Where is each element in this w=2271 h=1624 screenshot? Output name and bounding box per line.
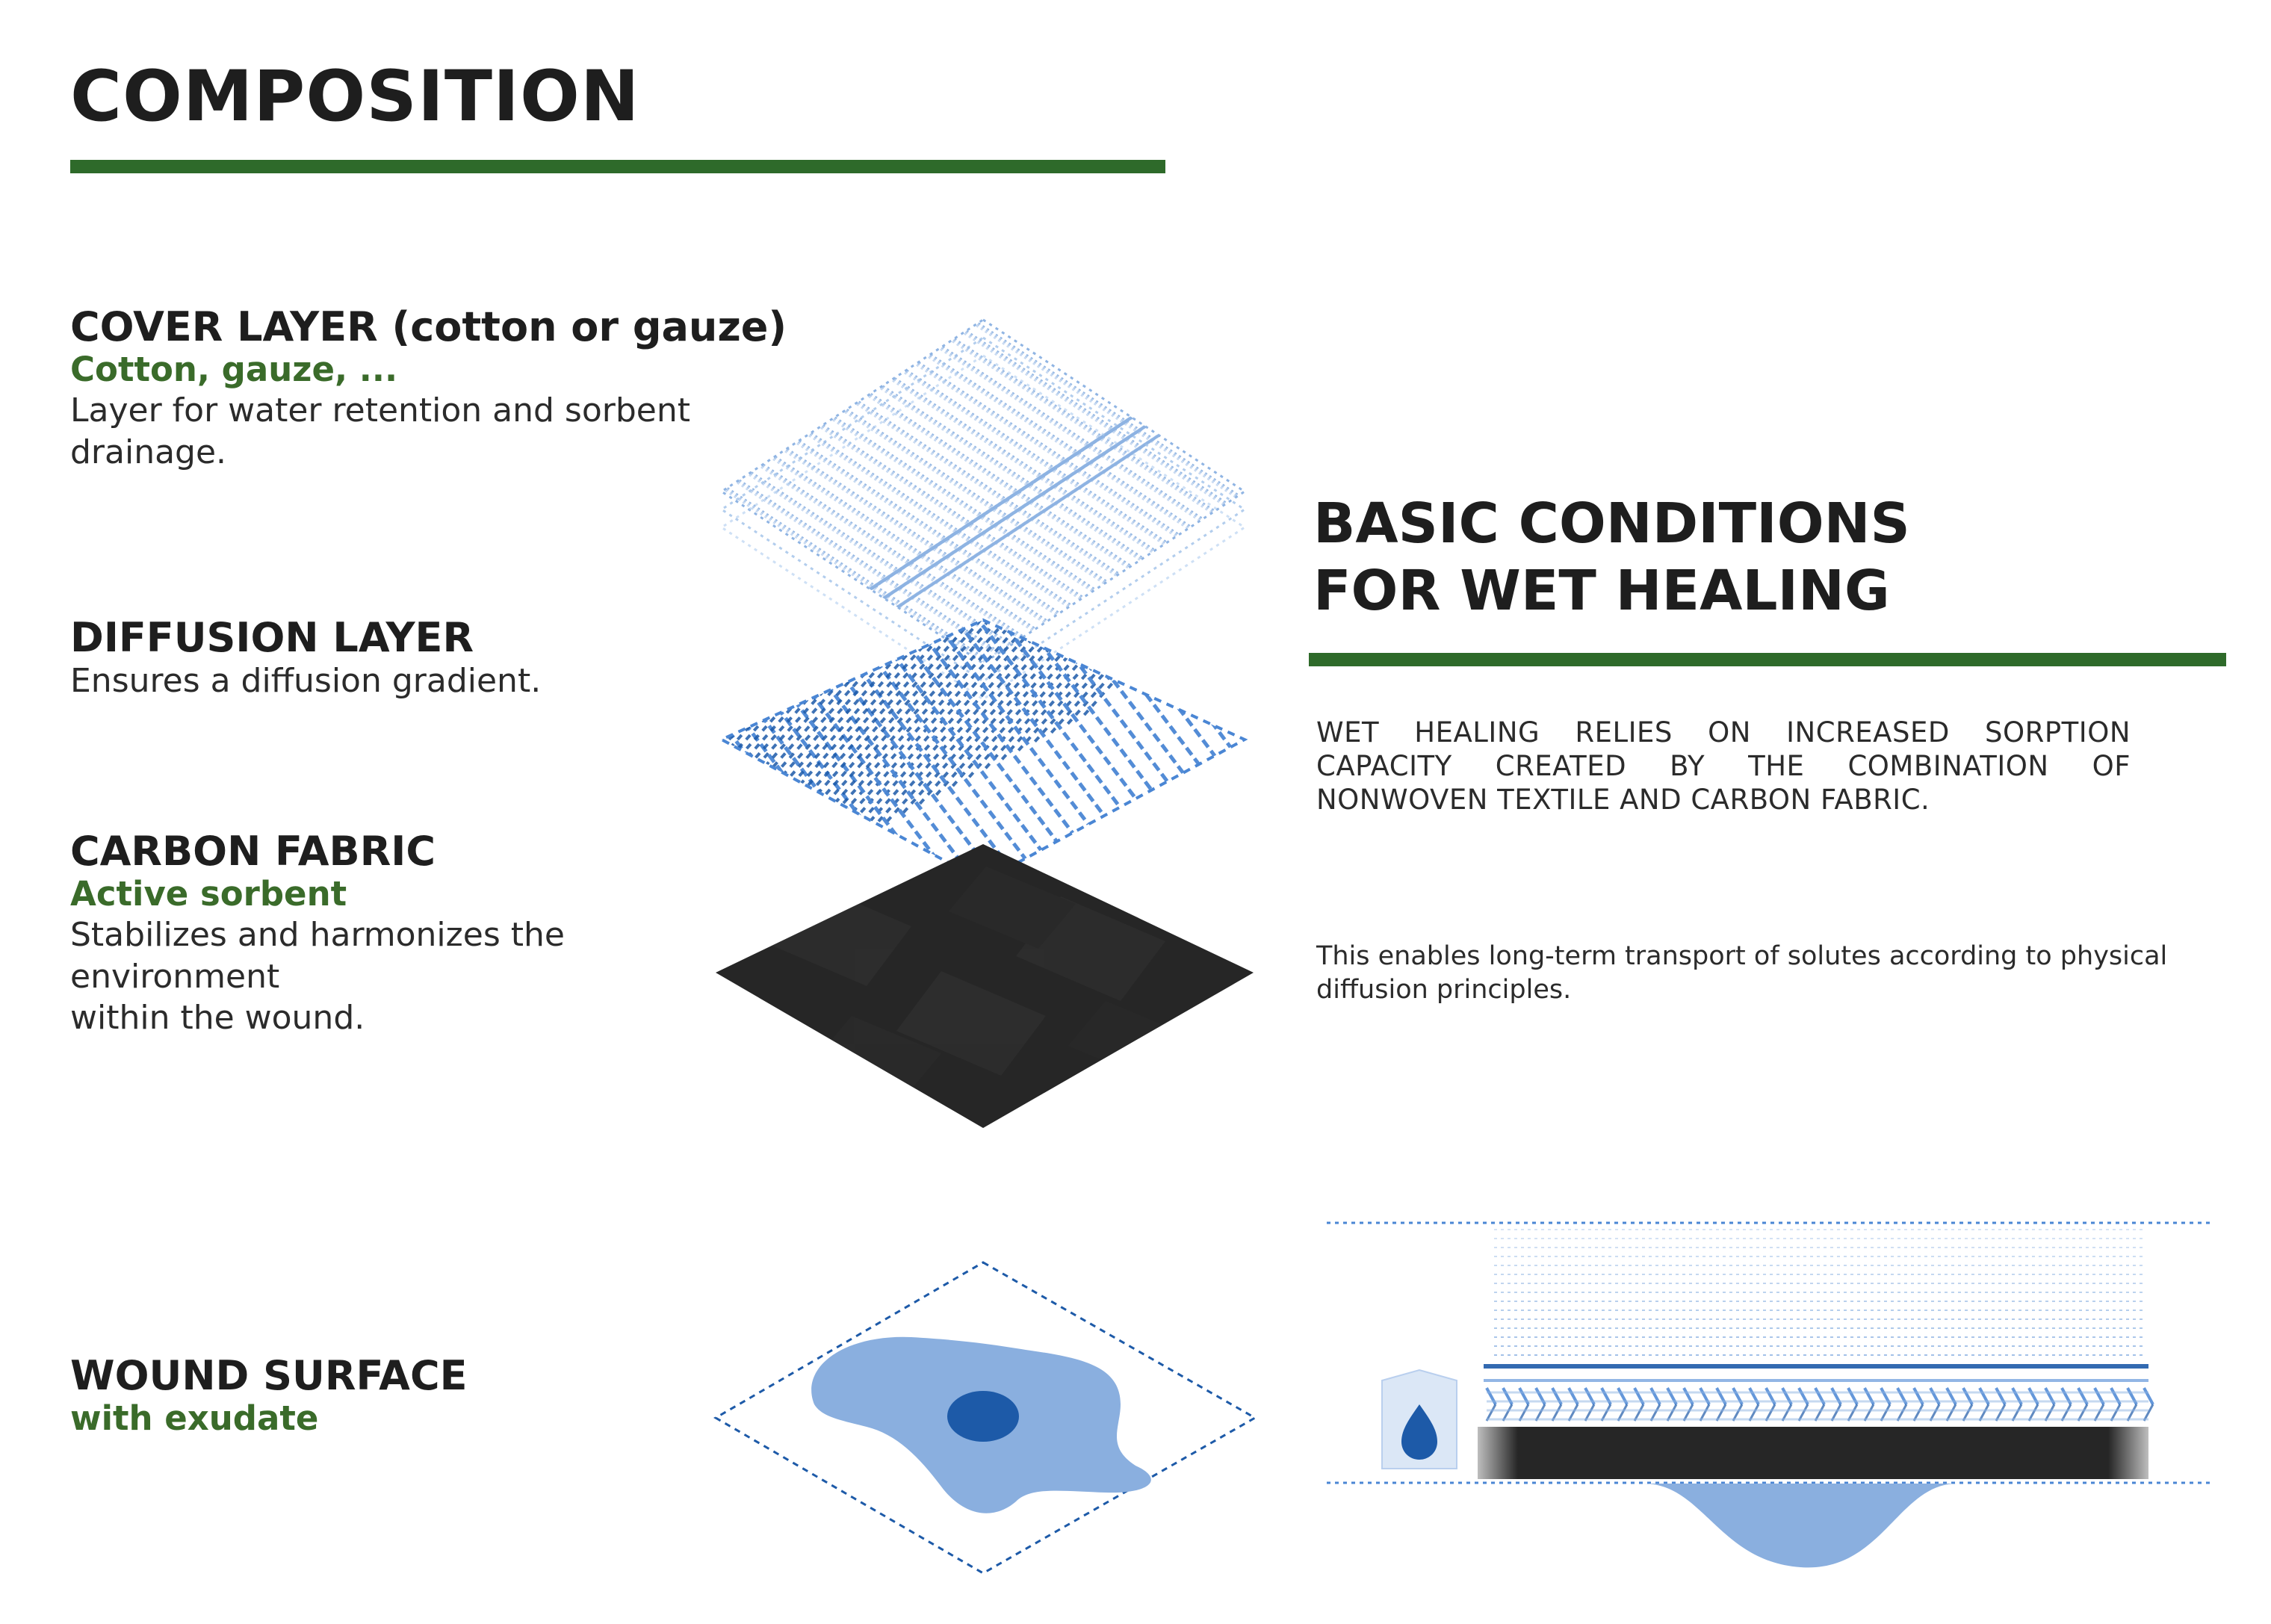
diffusion-layer-title: DIFFUSION LAYER xyxy=(70,614,474,661)
diffusion-layer-label: DIFFUSION LAYER Ensures a diffusion grad… xyxy=(70,614,743,702)
carbon-fabric-subtitle: Active sorbent xyxy=(70,874,347,914)
wound-core xyxy=(947,1391,1019,1442)
moisture-indicator xyxy=(1381,1369,1457,1469)
wet-healing-rule xyxy=(1309,653,2226,666)
page-title: COMPOSITION xyxy=(70,56,640,137)
diffusion-layer-description: Ensures a diffusion gradient. xyxy=(70,662,542,701)
wound-surface-label: WOUND SURFACE with exudate xyxy=(70,1352,743,1439)
wet-healing-title-line1: BASIC CONDITIONS xyxy=(1313,492,1910,556)
cover-layer-title: COVER LAYER (cotton or gauze) xyxy=(70,303,787,350)
wound-surface-subtitle: with exudate xyxy=(70,1398,319,1439)
cover-layer-description: Layer for water retention and sorbent dr… xyxy=(70,391,691,471)
wound-surface-graphic xyxy=(713,1261,1258,1575)
wet-healing-paragraph-upper: WET HEALING RELIES ON INCREASED SORPTION… xyxy=(1316,716,2131,816)
wound-surface-title: WOUND SURFACE xyxy=(70,1352,468,1399)
cover-layer-subtitle: Cotton, gauze, ... xyxy=(70,350,398,390)
cross-section-exudate xyxy=(1509,1484,2032,1568)
wet-healing-title-line2: FOR WET HEALING xyxy=(1313,559,1890,624)
cross-section-graphic xyxy=(1327,1221,2211,1568)
water-drop-icon xyxy=(1401,1404,1437,1460)
carbon-fabric-description-line1: Stabilizes and harmonizes the environmen… xyxy=(70,916,565,996)
carbon-fabric-description-line2: within the wound. xyxy=(70,999,365,1038)
cover-layer-graphic xyxy=(719,318,1247,701)
composition-rule xyxy=(70,160,1165,173)
carbon-fabric-label: CARBON FABRIC Active sorbent Stabilizes … xyxy=(70,828,743,1039)
cover-layer-label: COVER LAYER (cotton or gauze) Cotton, ga… xyxy=(70,303,817,473)
carbon-fabric-title: CARBON FABRIC xyxy=(70,828,436,875)
wet-healing-paragraph-lower: This enables long-term transport of solu… xyxy=(1316,941,2168,1005)
wet-healing-title: BASIC CONDITIONS FOR WET HEALING xyxy=(1313,490,2210,625)
carbon-fabric-graphic xyxy=(716,844,1254,1128)
